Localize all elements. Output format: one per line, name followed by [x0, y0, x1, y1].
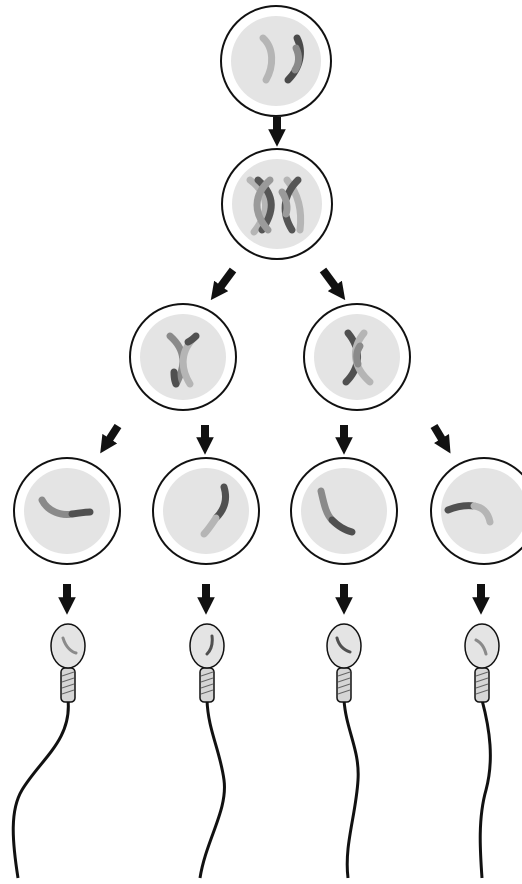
chromosome-icon	[246, 176, 305, 236]
daughter-cell-left	[129, 303, 237, 411]
chromosome-icon	[38, 496, 94, 518]
chromosome-icon	[200, 483, 230, 538]
diagonal-arrow-icon	[100, 423, 122, 454]
chromosome-icon	[444, 502, 494, 526]
gamete-cell-1	[13, 457, 121, 565]
chromosome-icon	[317, 487, 356, 536]
gamete-cell-3	[290, 457, 398, 565]
chromosome-icon	[342, 329, 374, 386]
sperm-icon	[326, 623, 362, 879]
gamete-cell-2	[152, 457, 260, 565]
diagonal-arrow-icon	[210, 267, 237, 301]
tetrad-cell	[221, 148, 333, 260]
gamete-cell-4	[430, 457, 522, 565]
diagonal-arrow-icon	[319, 267, 346, 301]
sperm-icon	[189, 623, 226, 879]
chromosome-icon	[259, 34, 304, 84]
daughter-cell-right	[303, 303, 411, 411]
parent-cell	[220, 5, 332, 117]
sperm-icon	[464, 623, 500, 879]
sperm-icon	[11, 623, 86, 879]
diagonal-arrow-icon	[430, 423, 451, 454]
chromosome-icon	[166, 332, 200, 388]
